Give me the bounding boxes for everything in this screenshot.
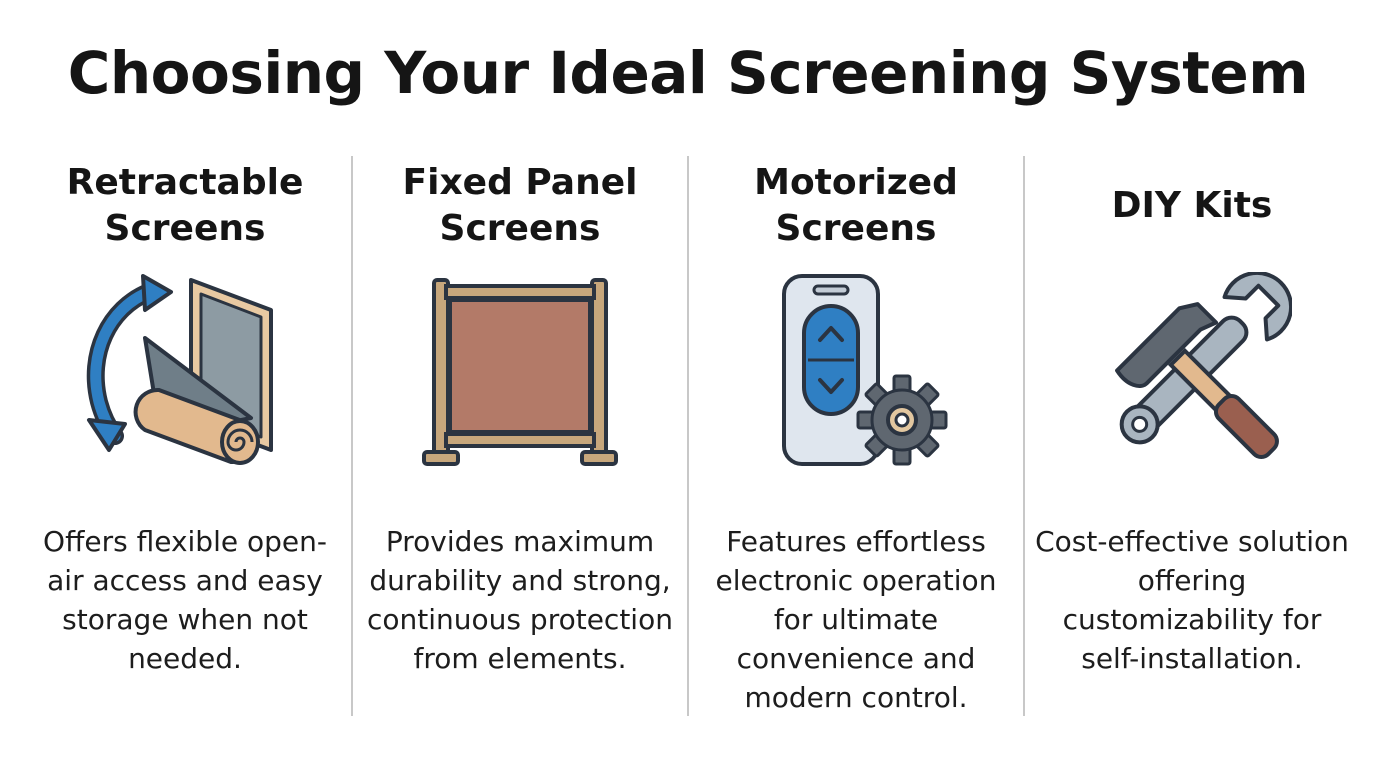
option-diy-kits: DIY Kits Cost-effective solution offerin… xyxy=(1024,150,1360,720)
option-fixed-panel-screens: Fixed Panel Screens Provides maximum dur… xyxy=(352,150,688,720)
heading-line: DIY Kits xyxy=(1111,185,1273,226)
option-heading: Fixed Panel Screens xyxy=(352,156,688,256)
heading-line: Screens xyxy=(104,208,266,249)
heading-line: Fixed Panel xyxy=(402,162,638,203)
retractable-screen-icon xyxy=(86,274,273,465)
heading-line: Motorized xyxy=(754,162,958,203)
option-heading: Retractable Screens xyxy=(17,156,353,256)
option-description: Cost-effective solution offering customi… xyxy=(1035,525,1349,675)
heading-line: Screens xyxy=(775,208,937,249)
option-description: Offers flexible open-air access and easy… xyxy=(43,525,327,675)
wrench-hammer-icon xyxy=(1115,272,1292,459)
column-divider xyxy=(687,156,689,716)
heading-line: Retractable xyxy=(66,162,304,203)
option-heading: Motorized Screens xyxy=(688,156,1024,256)
option-retractable-screens: Retractable Screens Offers flexible open… xyxy=(17,150,353,720)
heading-line: Screens xyxy=(439,208,601,249)
page-title: Choosing Your Ideal Screening System xyxy=(67,39,1309,107)
remote-control-gear-icon xyxy=(782,274,948,466)
fixed-panel-screen-icon xyxy=(422,278,618,466)
option-heading: DIY Kits xyxy=(1024,156,1360,256)
option-description: Features effortless electronic operation… xyxy=(715,525,997,714)
option-motorized-screens: Motorized Screens xyxy=(688,150,1024,720)
column-divider xyxy=(1023,156,1025,716)
column-divider xyxy=(351,156,353,716)
option-description: Provides maximum durability and strong, … xyxy=(367,525,673,675)
